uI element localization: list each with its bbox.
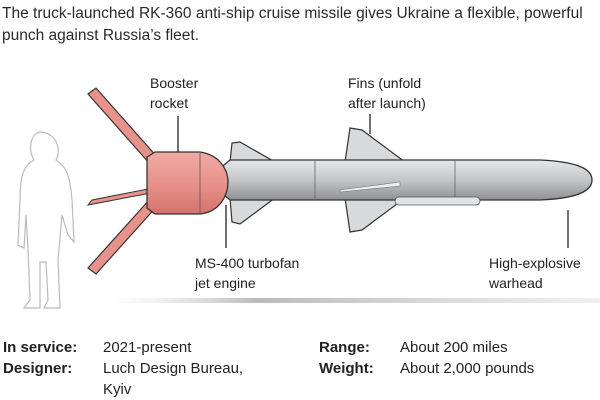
- wing-fin-top: [344, 127, 407, 163]
- engine-label: MS-400 turbofan jet engine: [195, 253, 299, 293]
- warhead-label-line1: High-explosive: [489, 255, 581, 271]
- intro-text: The truck-launched RK-360 anti-ship crui…: [2, 5, 583, 44]
- fins-label: Fins (unfold after launch): [348, 73, 426, 113]
- engine-intake: [394, 196, 481, 206]
- in-service-value: 2021-present: [103, 339, 192, 356]
- booster-label: Booster rocket: [150, 73, 198, 113]
- fins-label-line1: Fins (unfold: [348, 75, 422, 91]
- tail-fin-top: [229, 141, 278, 163]
- tail-fin-bottom: [229, 197, 277, 225]
- ground-shadow: [110, 298, 600, 303]
- designer-key: Designer:: [3, 360, 73, 377]
- designer-value: Luch Design Bureau,: [103, 360, 244, 377]
- engine-label-line1: MS-400 turbofan: [195, 255, 300, 271]
- soldier-silhouette: [17, 131, 75, 309]
- booster-rocket: [146, 151, 229, 215]
- booster-label-line1: Booster: [150, 75, 199, 91]
- in-service-key: In service:: [3, 339, 78, 356]
- facts-left: In service: 2021-present Designer: Luch De…: [3, 337, 243, 400]
- designer-value-line2: Kyiv: [103, 381, 132, 398]
- warhead-label-line2: warhead: [489, 275, 543, 291]
- engine-label-line2: jet engine: [195, 275, 256, 291]
- weight-key: Weight:: [319, 360, 374, 377]
- range-value: About 200 miles: [400, 339, 508, 356]
- warhead-label: High-explosive warhead: [489, 253, 581, 293]
- facts-right: Range: About 200 miles Weight: About 2,000…: [319, 337, 534, 379]
- range-key: Range:: [319, 339, 370, 356]
- booster-label-line2: rocket: [150, 95, 189, 111]
- missile-body: [217, 159, 593, 201]
- fins-label-line2: after launch): [348, 95, 426, 111]
- booster-fin-upper: [87, 87, 159, 165]
- booster-fin-lower: [87, 198, 159, 275]
- weight-value: About 2,000 pounds: [400, 360, 535, 377]
